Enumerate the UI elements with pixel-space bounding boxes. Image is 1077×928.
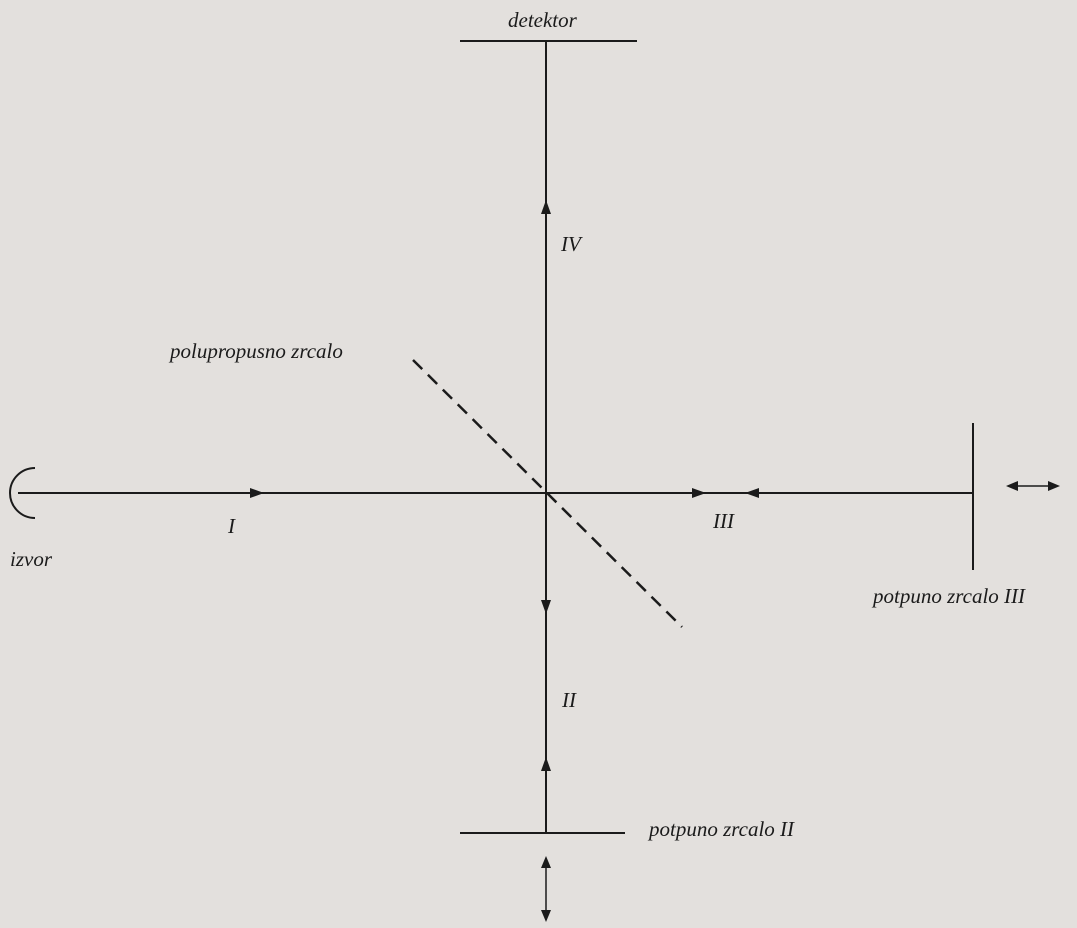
arrowhead-beam-three-out — [692, 488, 706, 498]
path-one-label: I — [228, 514, 235, 538]
arrowhead-beam-two-up — [541, 757, 551, 771]
mirror-two-label: potpuno zrcalo II — [649, 817, 795, 841]
arrowhead-beam-three-back — [745, 488, 759, 498]
arrowhead-beam-one — [250, 488, 264, 498]
mirror-three-label: potpuno zrcalo III — [873, 584, 1026, 608]
source-label: izvor — [10, 547, 52, 571]
detector-label: detektor — [508, 8, 577, 32]
path-two-label: II — [562, 688, 576, 712]
beamsplitter-mirror — [412, 359, 683, 628]
mirror-three-adjust-left-head — [1006, 481, 1018, 491]
arrowhead-beam-two-down — [541, 600, 551, 614]
mirror-two-adjust-down-head — [541, 910, 551, 922]
path-three-label: III — [713, 509, 734, 533]
mirror-three-adjust-right-head — [1048, 481, 1060, 491]
source-reflector — [9, 467, 36, 519]
beamsplitter-label: polupropusno zrcalo — [170, 339, 343, 363]
arrowhead-beam-four — [541, 200, 551, 214]
mirror-two-adjust-up-head — [541, 856, 551, 868]
path-four-label: IV — [561, 232, 581, 256]
